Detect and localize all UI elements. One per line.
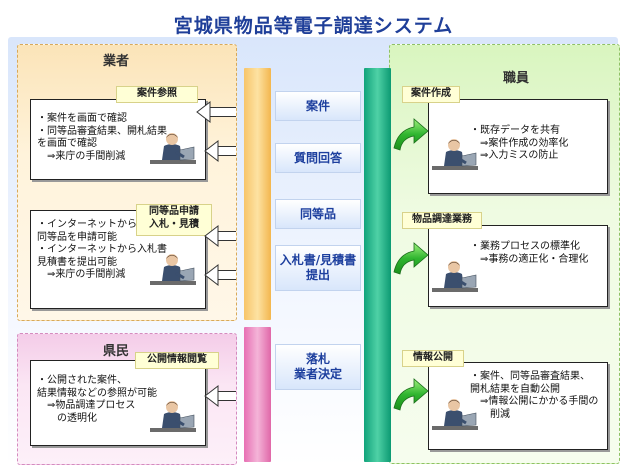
staff-person-icon-1 (430, 137, 480, 172)
topic-equivalent-goods: 同等品 (275, 199, 361, 229)
page-title: 宮城県物品等電子調達システム (173, 15, 454, 37)
citizen-flow-bar (244, 327, 271, 462)
citizen-card-text: ・公開された案件、 結果情報などの参照が可能 ⇒物品調達プロセス の透明化 (37, 375, 157, 424)
citizen-person-icon (148, 399, 198, 434)
staff-person-icon-3 (430, 397, 480, 432)
tag-case-creation: 案件作成 (402, 86, 460, 103)
topic-bid-submission: 入札書/見積書 提出 (275, 245, 361, 291)
vendor-card-bid-text: ・インターネットから 同等品を申請可能 ・インターネットから入札書 見積書を提出… (37, 219, 167, 280)
staff-person-icon-2 (430, 259, 480, 294)
staff-card-procurement-text: ・業務プロセスの標準化 ⇒事務の適正化・合理化 (470, 241, 589, 265)
tag-equivalent-bid: 同等品申請 入札・見積 (136, 204, 212, 236)
arrow-left-1 (196, 100, 236, 124)
citizen-panel-label: 県民 (103, 344, 130, 359)
vendor-person-icon-1 (148, 131, 198, 166)
arrow-left-5 (204, 384, 236, 408)
staff-flow-bar (364, 68, 391, 462)
vendor-card-case-reference-text: ・案件を画面で確認 ・同等品審査結果、開札結果 を画面で確認 ⇒来庁の手間削減 (37, 113, 167, 162)
staff-card-disclosure-text: ・案件、同等品審査結果、 開札結果を自動公開 ⇒情報公開にかかる手間の 削減 (470, 371, 599, 420)
topic-award-decision: 落札 業者決定 (275, 344, 361, 390)
arrow-right-3 (393, 378, 429, 411)
arrow-right-1 (393, 118, 429, 151)
staff-card-case-creation-text: ・既存データを共有 ⇒案件作成の効率化 ⇒入力ミスの防止 (470, 125, 569, 161)
vendor-person-icon-2 (148, 252, 198, 287)
vendor-panel-label: 業者 (103, 54, 130, 69)
arrow-left-2 (204, 139, 236, 163)
tag-information-disclosure: 情報公開 (402, 350, 464, 367)
tag-procurement-work: 物品調達業務 (402, 212, 482, 229)
staff-panel-label: 職員 (503, 71, 530, 86)
arrow-left-4 (204, 263, 236, 287)
topic-case: 案件 (275, 91, 361, 121)
topic-qa: 質問回答 (275, 143, 361, 173)
arrow-right-2 (393, 242, 429, 275)
tag-public-info: 公開情報閲覧 (135, 352, 219, 369)
vendor-flow-bar (244, 68, 271, 320)
citizen-card (30, 360, 206, 446)
arrow-left-3 (204, 224, 236, 248)
tag-case-reference: 案件参照 (116, 86, 198, 103)
